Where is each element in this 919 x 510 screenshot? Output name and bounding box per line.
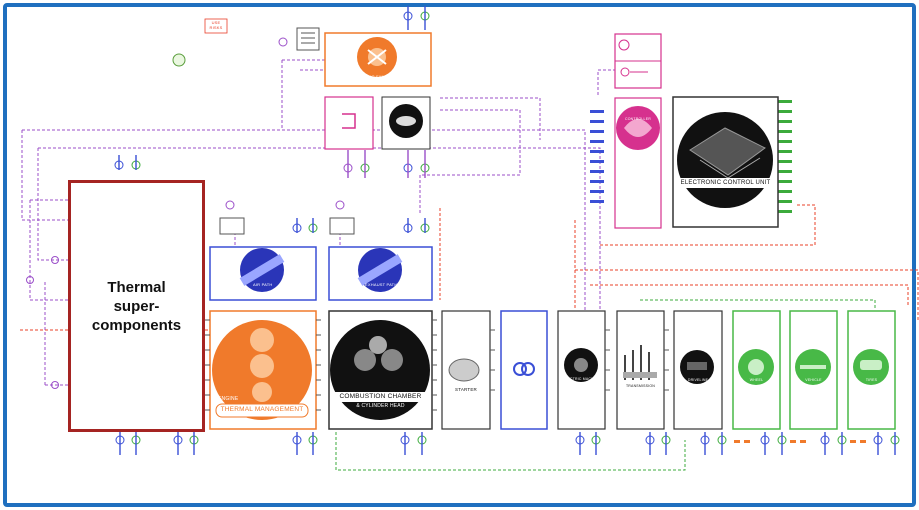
side-ticks (205, 319, 669, 411)
wheel-label: WHEEL (749, 378, 764, 382)
air-path-label: AIR PATH (253, 282, 273, 287)
radiator-small-component[interactable] (296, 27, 320, 51)
orange-pins (734, 440, 866, 443)
use-risks-stamp (204, 18, 228, 34)
exhaust-component[interactable] (328, 217, 433, 301)
cooling-fan-component[interactable] (324, 32, 432, 87)
thermal-super-components-label: Thermal super- components (91, 278, 182, 334)
ecu-pins (778, 100, 792, 213)
tires-label: TIRES (865, 378, 878, 382)
cooling-fan-label: COOLING FAN (355, 74, 385, 79)
engine-component[interactable] (209, 310, 317, 430)
controller-label: CONTROLLER (625, 117, 651, 121)
port-stubs (118, 6, 896, 455)
wheel-component-3[interactable] (847, 310, 896, 430)
thermostat-component[interactable] (381, 96, 431, 150)
wheel-component-2[interactable] (789, 310, 838, 430)
thermal-management-label: THERMAL MANAGEMENT (220, 406, 304, 413)
starter-component[interactable] (441, 310, 491, 430)
electric-machine-component[interactable] (557, 310, 606, 430)
thermal-super-components-box[interactable]: Thermal super- components (68, 180, 205, 432)
transmission-label: TRANSMISSION (625, 384, 656, 388)
coupling-component[interactable] (500, 310, 548, 430)
vehicle-label: VEHICLE (805, 378, 822, 382)
ecu-component[interactable] (672, 96, 779, 228)
transmission-component[interactable] (616, 310, 665, 430)
driveline-component[interactable] (673, 310, 723, 430)
combustion-chamber-component[interactable] (328, 310, 433, 430)
ecu-label: ELECTRONIC CONTROL UNIT (680, 180, 771, 186)
pipe-component[interactable] (324, 96, 374, 150)
driveline-label: DRIVELINE (687, 378, 709, 382)
use-risks-label: USE RISKS (209, 20, 223, 30)
engine-label: ENGINE (218, 396, 239, 402)
electric-machine-label: ELECTRIC MACHINE (562, 377, 601, 381)
cylinder-head-label: & CYLINDER HEAD (356, 403, 405, 409)
controller-pins (590, 110, 604, 203)
exhaust-label: EXHAUST PATH (365, 282, 398, 287)
wiring (20, 59, 919, 471)
starter-label: STARTER (455, 387, 477, 392)
combustion-chamber-label: COMBUSTION CHAMBER (339, 393, 422, 400)
air-path-component[interactable] (209, 217, 317, 301)
controller-component[interactable] (614, 33, 662, 229)
wheel-component-1[interactable] (732, 310, 781, 430)
